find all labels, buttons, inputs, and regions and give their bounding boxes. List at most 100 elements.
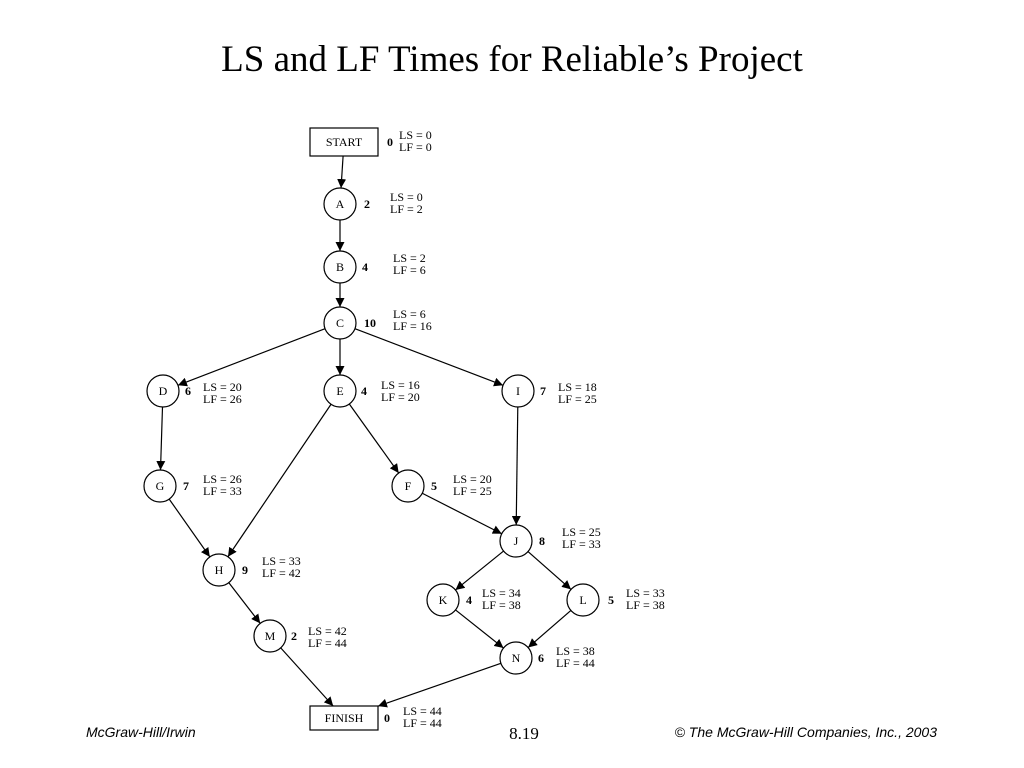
ls-label: LS = 18 [558,380,597,394]
ls-label: LS = 0 [390,190,423,204]
edge-E-F [348,403,400,474]
edge-L-N [527,610,572,648]
duration-label: 2 [364,197,370,211]
slide-number: 8.19 [509,724,539,743]
lf-label: LF = 25 [558,392,597,406]
node-circle [253,619,287,653]
edges-layer [156,155,572,708]
lf-label: LF = 0 [399,140,432,154]
node-label: B [336,260,344,274]
ls-label: LS = 26 [203,472,242,486]
node-label: H [215,563,224,577]
edge-N-finish [377,662,502,708]
footer-publisher: McGraw-Hill/Irwin [86,724,196,740]
node-circle [143,469,177,503]
duration-label: 4 [362,260,368,274]
edge-C-D [177,328,326,387]
node-C: C 10 LS = 6LF = 16 [323,306,432,340]
node-label: E [336,384,343,398]
node-circle [202,553,236,587]
node-circle [566,583,600,617]
ls-label: LS = 2 [393,251,426,265]
duration-label: 5 [431,479,437,493]
lf-label: LF = 6 [393,263,426,277]
lf-label: LF = 33 [203,484,242,498]
ls-label: LS = 42 [308,624,347,638]
duration-label: 6 [185,384,191,398]
lf-label: LF = 38 [626,598,665,612]
node-label: K [439,593,448,607]
lf-label: LF = 20 [381,390,420,404]
edge-E-H [227,403,332,558]
node-label: D [159,384,168,398]
lf-label: LF = 44 [556,656,595,670]
duration-label: 10 [364,316,376,330]
node-label: L [579,593,586,607]
lf-label: LF = 16 [393,319,432,333]
edge-K-N [455,609,504,649]
node-circle [391,469,425,503]
ls-label: LS = 0 [399,128,432,142]
duration-label: 9 [242,563,248,577]
duration-label: 0 [384,711,390,725]
ls-label: LS = 6 [393,307,426,321]
node-label: I [516,384,520,398]
lf-label: LF = 42 [262,566,301,580]
footer-copyright: © The McGraw-Hill Companies, Inc., 2003 [674,724,937,740]
node-box [309,127,379,157]
ls-label: LS = 44 [403,704,442,718]
node-circle [501,374,535,408]
node-label: C [336,316,344,330]
duration-label: 4 [361,384,367,398]
edge-D-G [156,406,166,471]
ls-label: LS = 34 [482,586,521,600]
node-circle [323,374,357,408]
duration-label: 0 [387,135,393,149]
node-circle [499,641,533,675]
node-circle [499,524,533,558]
lf-label: LF = 44 [308,636,347,650]
edge-start-A [337,155,347,189]
node-label: FINISH [325,711,364,725]
node-B: B 4 LS = 2LF = 6 [323,250,426,284]
edge-C-I [354,328,504,387]
node-label: N [512,651,521,665]
ls-label: LS = 38 [556,644,595,658]
slide-title: LS and LF Times for Reliable’s Project [221,39,803,80]
ls-label: LS = 20 [453,472,492,486]
node-box [309,705,379,731]
edge-J-K [455,550,504,591]
lf-label: LF = 25 [453,484,492,498]
node-circle [426,583,460,617]
duration-label: 8 [539,534,545,548]
edge-I-J [511,406,521,526]
lf-label: LF = 26 [203,392,242,406]
node-circle [323,250,357,284]
duration-label: 5 [608,593,614,607]
node-label: J [514,534,519,548]
edge-F-J [421,492,503,535]
lf-label: LF = 2 [390,202,423,216]
duration-label: 4 [466,593,472,607]
node-circle [146,374,180,408]
duration-label: 7 [183,479,189,493]
duration-label: 7 [540,384,546,398]
duration-label: 6 [538,651,544,665]
ls-label: LS = 33 [262,554,301,568]
lf-label: LF = 38 [482,598,521,612]
node-label: G [156,479,165,493]
ls-label: LS = 16 [381,378,420,392]
